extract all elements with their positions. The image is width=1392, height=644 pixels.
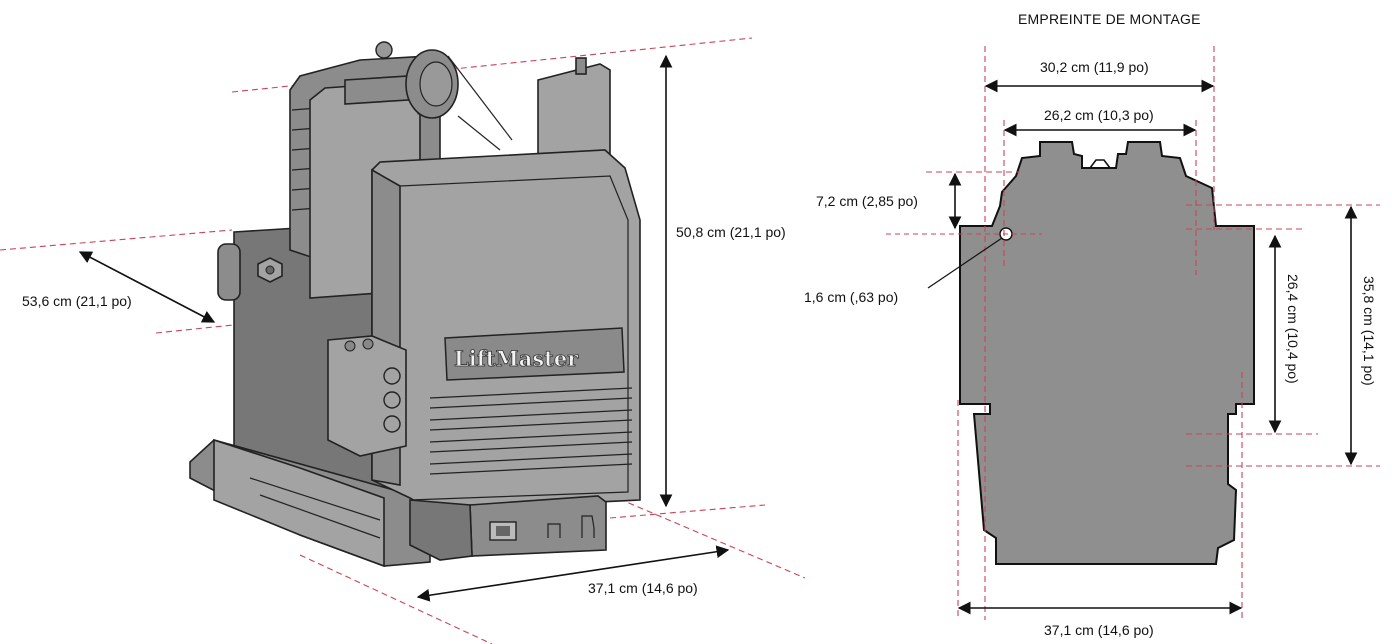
left-offset-label: 7,2 cm (2,85 po) (816, 193, 918, 209)
mounting-footprint: EMPREINTE DE MONTAGE 30,2 cm (11,9 po) (804, 11, 1380, 638)
hole-label: 1,6 cm (,63 po) (804, 289, 898, 305)
bottom-width-label: 37,1 cm (14,6 po) (1044, 622, 1154, 638)
depth-label: 53,6 cm (21,1 po) (22, 293, 132, 309)
base-rail-inner (213, 438, 385, 568)
liftmaster-logo: LiftMaster (454, 346, 579, 371)
width-label: 37,1 cm (14,6 po) (588, 580, 698, 596)
operator-illustration: LiftMaster 50,8 (0, 37, 806, 644)
height-label: 50,8 cm (21,1 po) (676, 224, 786, 240)
outer-height-label: 35,8 cm (14,1 po) (1361, 276, 1377, 386)
top-inner-label: 26,2 cm (10,3 po) (1044, 107, 1154, 123)
hole-leader (927, 237, 1003, 289)
inner-height-label: 26,4 cm (10,4 po) (1285, 274, 1301, 384)
depth-arrow (78, 251, 216, 323)
footprint-shape (959, 141, 1255, 565)
width-arrow (416, 545, 730, 602)
cover-grille (429, 387, 633, 475)
footprint-title: EMPREINTE DE MONTAGE (1018, 11, 1201, 27)
electrical-box (327, 335, 407, 457)
logo-panel (444, 327, 625, 381)
rear-hub (217, 243, 241, 301)
knockouts (344, 338, 401, 433)
top-outer-label: 30,2 cm (11,9 po) (1040, 59, 1149, 75)
guide-lines-right (926, 46, 1380, 620)
bracket-tab (575, 57, 587, 75)
